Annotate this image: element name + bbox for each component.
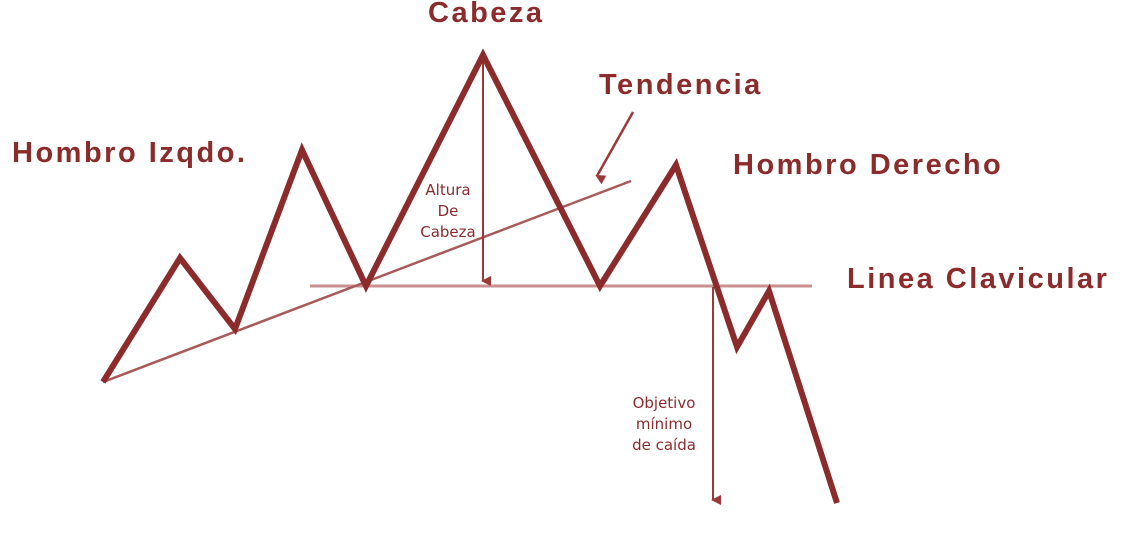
left-shoulder-label: Hombro Izqdo. [12,137,247,169]
target-label-line-1: Objetivo [633,394,696,412]
target-label-line-2: mínimo [636,415,692,433]
head-height-label-line-3: Cabeza [420,223,475,241]
target-label-line-3: de caída [632,436,696,454]
price-line [100,48,840,504]
trend-pointer-arrow [595,111,635,185]
head-label: Cabeza [428,0,545,29]
right-shoulder-label: Hombro Derecho [733,149,1003,181]
head-height-label-line-1: Altura [425,181,470,199]
head-height-label-line-2: De [438,202,459,220]
trend-label: Tendencia [599,69,763,101]
neckline-label: Linea Clavicular [847,263,1109,295]
